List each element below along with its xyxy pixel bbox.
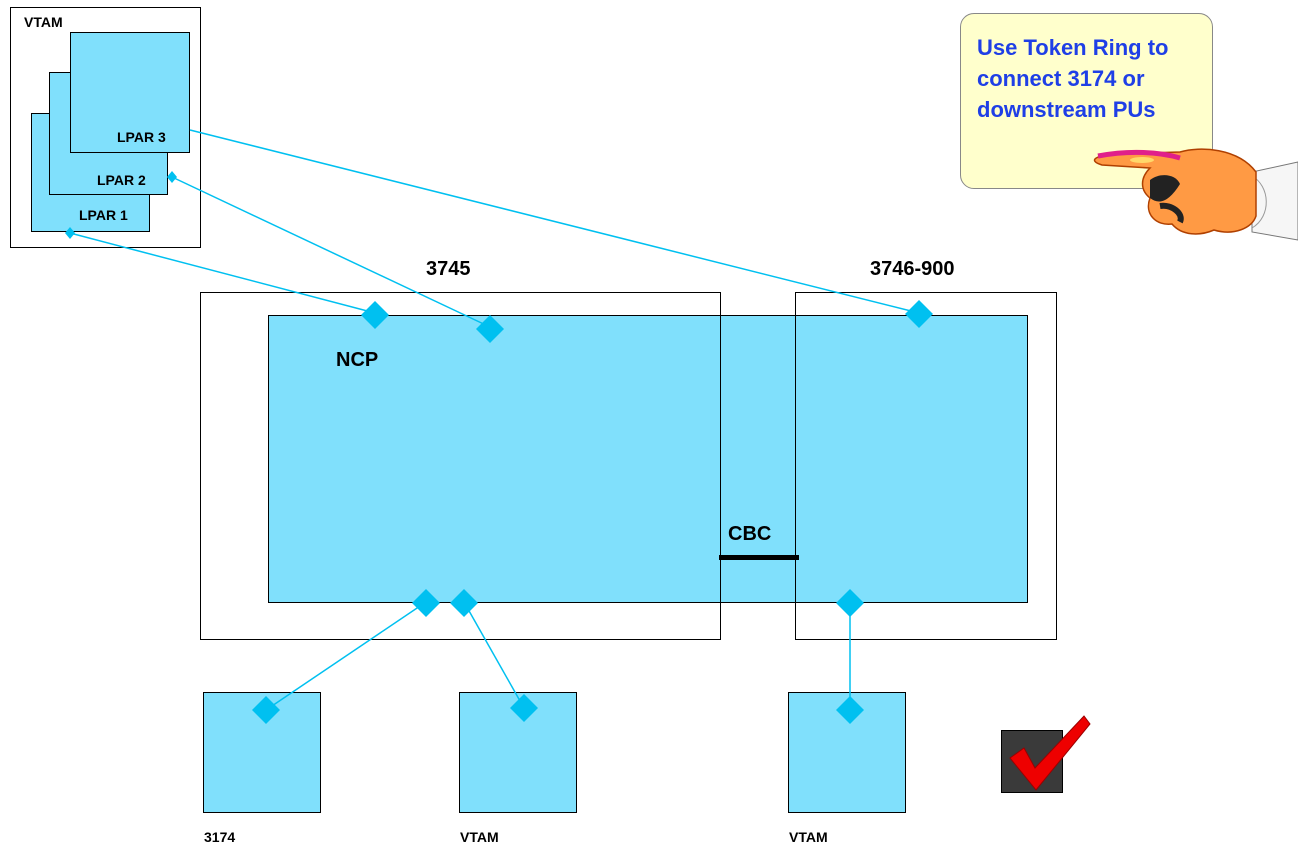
port-diamond-lpar2 xyxy=(167,171,177,183)
link-lpar1-ncp xyxy=(69,232,376,314)
lpar-1-label: LPAR 1 xyxy=(79,207,128,223)
device-3174-label: 3174 xyxy=(204,829,236,845)
controller-3746-title: 3746-900 xyxy=(870,258,955,280)
vtam-host-title: VTAM xyxy=(24,14,63,30)
link-ncp-vtam-1 xyxy=(463,601,525,709)
port-diamond-ncp-1 xyxy=(361,301,389,329)
port-diamond-vtam-2 xyxy=(836,696,864,724)
port-diamond-3174 xyxy=(252,696,280,724)
link-ncp-3174 xyxy=(265,601,427,711)
lpar-2-label: LPAR 2 xyxy=(97,172,146,188)
port-diamond-lpar1 xyxy=(65,227,75,239)
device-vtam-2-label: VTAM xyxy=(789,829,828,845)
port-diamond-vtam-1 xyxy=(510,694,538,722)
callout-text: Use Token Ring to connect 3174 or downst… xyxy=(977,35,1169,122)
device-vtam-1-label: VTAM xyxy=(460,829,499,845)
cbc-bar xyxy=(719,555,799,560)
port-diamond-ncp-2 xyxy=(476,315,504,343)
cbc-label: CBC xyxy=(728,523,772,545)
port-diamond-ncp-bottom-2 xyxy=(450,589,478,617)
3745-right-edge-line xyxy=(720,292,721,640)
lpar-3-label: LPAR 3 xyxy=(117,129,166,145)
ncp-area xyxy=(268,315,1028,603)
link-lpar2-ncp xyxy=(171,176,491,328)
port-diamond-3746-bottom xyxy=(836,589,864,617)
link-lpar3-3746 xyxy=(189,129,920,314)
3746-left-edge-line xyxy=(795,292,796,640)
port-diamond-3746-top xyxy=(905,300,933,328)
lpar-3-box xyxy=(70,32,190,153)
ncp-label: NCP xyxy=(336,349,379,371)
controller-3745-title: 3745 xyxy=(426,258,471,280)
port-diamond-ncp-bottom-1 xyxy=(412,589,440,617)
